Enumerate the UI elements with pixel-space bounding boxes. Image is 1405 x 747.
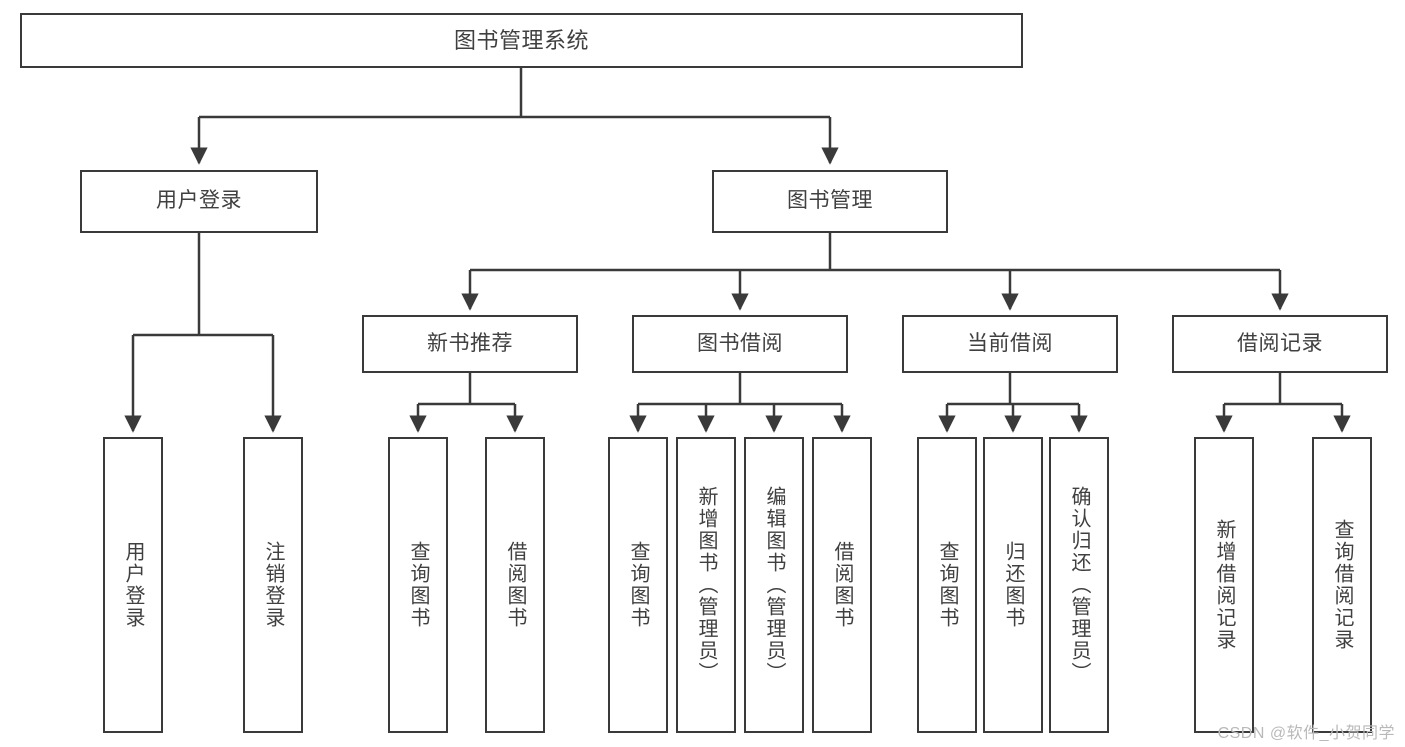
node-label: 编辑图书（管理员） — [763, 486, 785, 684]
leaf-borrow-record-add-record[interactable]: 新增借阅记录 — [1194, 437, 1254, 733]
node-label: 图书管理 — [787, 189, 873, 213]
leaf-current-borrow-confirm-return-admin[interactable]: 确认归还（管理员） — [1049, 437, 1109, 733]
leaf-new-book-query-book[interactable]: 查询图书 — [388, 437, 448, 733]
node-label: 查询图书 — [936, 541, 958, 629]
node-label: 注销登录 — [262, 541, 284, 629]
node-label: 借阅记录 — [1237, 331, 1323, 355]
node-label: 借阅图书 — [831, 541, 853, 629]
leaf-current-borrow-return-book[interactable]: 归还图书 — [983, 437, 1043, 733]
leaf-new-book-borrow-book[interactable]: 借阅图书 — [485, 437, 545, 733]
node-label: 当前借阅 — [967, 331, 1053, 355]
node-borrow-record[interactable]: 借阅记录 — [1172, 315, 1388, 373]
node-user-login[interactable]: 用户登录 — [80, 170, 318, 233]
node-new-book-recommend[interactable]: 新书推荐 — [362, 315, 578, 373]
node-label: 查询图书 — [407, 541, 429, 629]
node-label: 新增图书（管理员） — [695, 486, 717, 684]
leaf-user-login-logout[interactable]: 注销登录 — [243, 437, 303, 733]
leaf-current-borrow-query-book[interactable]: 查询图书 — [917, 437, 977, 733]
node-label: 查询图书 — [627, 541, 649, 629]
node-book-management[interactable]: 图书管理 — [712, 170, 948, 233]
node-label: 确认归还（管理员） — [1068, 486, 1090, 684]
node-label: 图书管理系统 — [453, 27, 589, 53]
node-current-borrow[interactable]: 当前借阅 — [902, 315, 1118, 373]
node-label: 新书推荐 — [427, 331, 513, 355]
leaf-borrow-record-query-record[interactable]: 查询借阅记录 — [1312, 437, 1372, 733]
node-label: 用户登录 — [122, 541, 144, 629]
node-book-borrow[interactable]: 图书借阅 — [632, 315, 848, 373]
node-root-book-management-system[interactable]: 图书管理系统 — [20, 13, 1023, 68]
leaf-book-borrow-borrow-book[interactable]: 借阅图书 — [812, 437, 872, 733]
watermark: CSDN @软件_小贺同学 — [1217, 725, 1395, 742]
node-label: 新增借阅记录 — [1213, 519, 1235, 651]
node-label: 查询借阅记录 — [1331, 519, 1353, 651]
node-label: 图书借阅 — [697, 331, 783, 355]
leaf-book-borrow-edit-book-admin[interactable]: 编辑图书（管理员） — [744, 437, 804, 733]
leaf-user-login-login[interactable]: 用户登录 — [103, 437, 163, 733]
leaf-book-borrow-add-book-admin[interactable]: 新增图书（管理员） — [676, 437, 736, 733]
node-label: 归还图书 — [1002, 541, 1024, 629]
node-label: 借阅图书 — [504, 541, 526, 629]
node-label: 用户登录 — [156, 189, 242, 213]
leaf-book-borrow-query-book[interactable]: 查询图书 — [608, 437, 668, 733]
